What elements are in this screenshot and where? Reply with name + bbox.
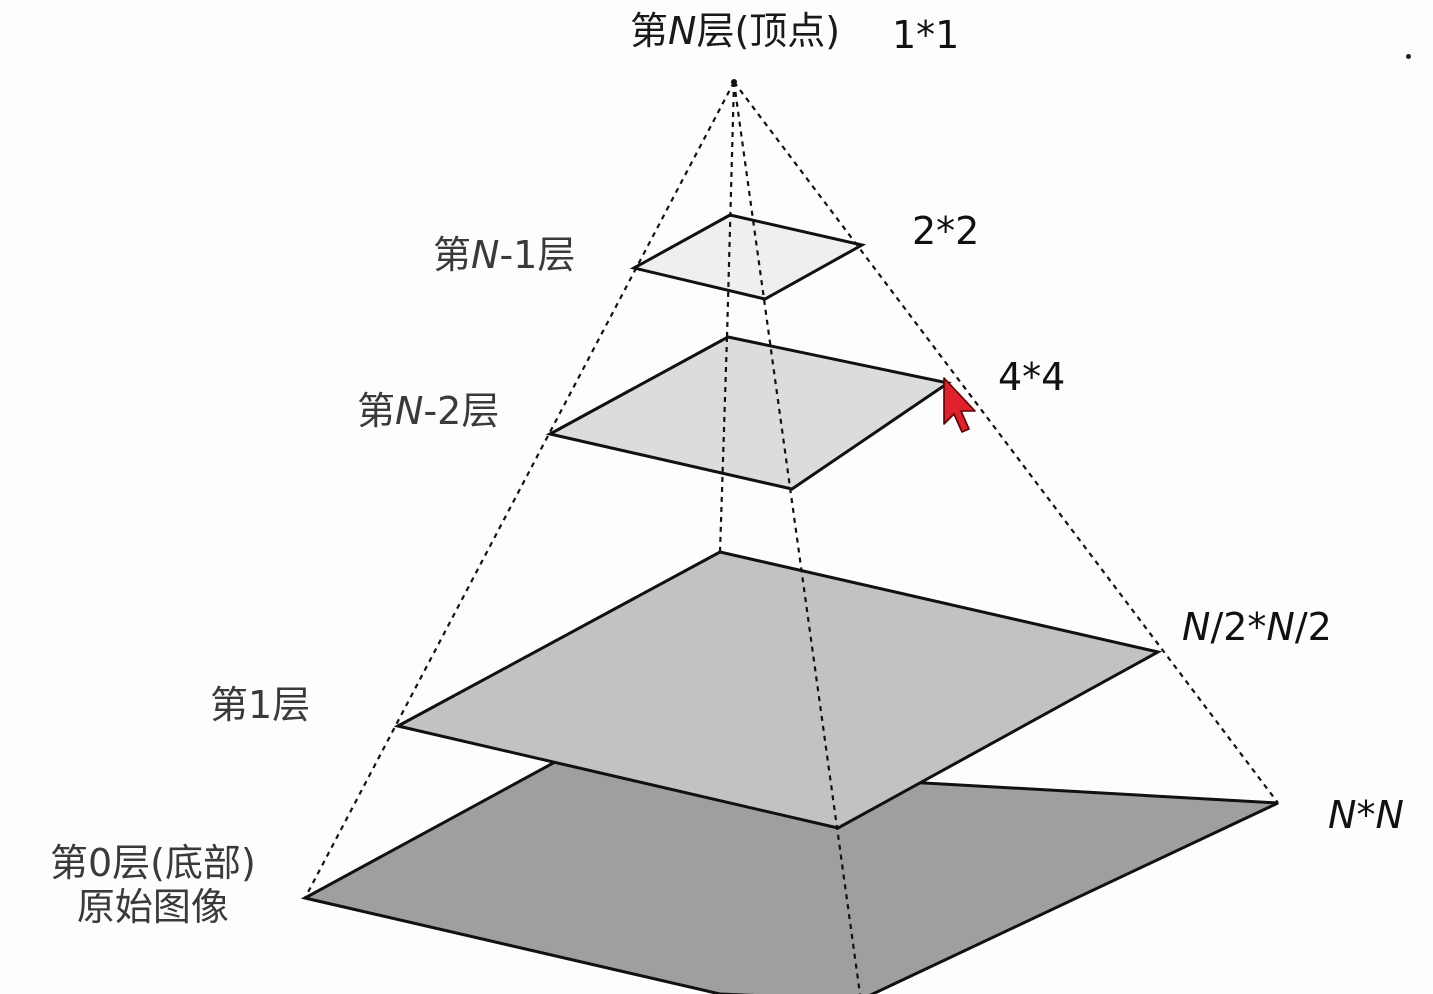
layer-n-minus-2-plane: [545, 335, 952, 491]
pyramid-dotted-edges: [304, 81, 1279, 994]
size-top-level: 1*1: [892, 13, 960, 57]
layer-0-plane: [300, 760, 1279, 994]
layer-1-plane: [393, 550, 1163, 830]
label-level-0-line1: 第0层(底部): [50, 841, 256, 885]
layer-n-minus-1-plane: [629, 213, 867, 301]
size-level-0: N*N: [1328, 793, 1404, 837]
label-level-n-minus-1: 第N-1层: [433, 233, 576, 277]
label-level-1: 第1层: [210, 683, 311, 727]
label-top-level: 第N层(顶点): [630, 9, 841, 53]
label-level-0-line2: 原始图像: [76, 884, 229, 929]
label-level-n-minus-2: 第N-2层: [357, 389, 500, 433]
label-level-0: 第0层(底部) 原始图像: [50, 841, 256, 929]
apex-point: [731, 79, 737, 85]
stray-dot: [1406, 54, 1411, 59]
size-level-1: N/2*N/2: [1182, 605, 1332, 649]
size-level-n-minus-2: 4*4: [998, 355, 1066, 399]
mouse-pointer-icon: [943, 377, 976, 433]
size-level-n-minus-1: 2*2: [912, 209, 980, 253]
